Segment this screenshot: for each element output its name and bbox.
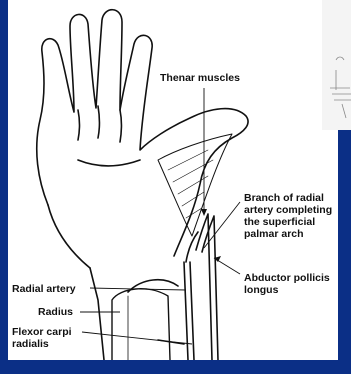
- leader-branch: [204, 202, 240, 248]
- thenar-region: [158, 134, 232, 236]
- label-branch-radial-artery: Branch of radial artery completing the s…: [244, 192, 332, 240]
- slide-bottom-bar: [0, 360, 351, 374]
- label-radius: Radius: [38, 306, 73, 318]
- wrist-left: [48, 205, 90, 268]
- abductor-tendon: [196, 214, 212, 360]
- forearm-left-edge: [90, 268, 104, 360]
- thumbnail-sketch: [322, 0, 351, 130]
- label-abductor-pollicis-longus: Abductor pollicis longus: [244, 272, 330, 296]
- label-radial-artery: Radial artery: [12, 283, 76, 295]
- anatomy-figure: Thenar muscles Branch of radial artery c…: [8, 0, 338, 360]
- leader-flexor: [82, 332, 192, 344]
- hand-outline: [37, 10, 248, 256]
- label-flexor-carpi-radialis: Flexor carpi radialis: [12, 326, 72, 350]
- radius-bone: [112, 289, 170, 360]
- label-thenar-muscles: Thenar muscles: [160, 72, 240, 84]
- radial-artery: [184, 262, 188, 360]
- sketch-drawing: [322, 0, 351, 130]
